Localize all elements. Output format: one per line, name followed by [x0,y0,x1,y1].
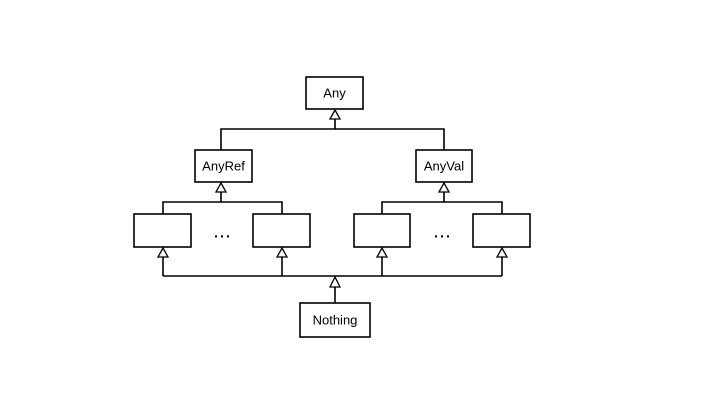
ellipsis-anyval-children: … [433,222,451,243]
node-anyref-label: AnyRef [202,159,245,174]
arrowhead-anyval-icon [437,181,451,193]
node-anyref: AnyRef [194,149,253,183]
edge-ref-child-1-to-anyref [162,192,222,214]
node-any: Any [305,76,364,110]
edges-anyref-children [162,192,283,214]
edge-anyref-to-any [220,119,336,150]
arrowhead-any-icon [328,108,342,120]
arrowhead-nothing-trunk-icon [328,275,342,288]
node-ref-child-1 [133,213,192,248]
arrowheads [156,108,509,288]
arrowhead-val-child-1-icon [375,246,389,258]
arrowhead-anyref-icon [214,181,228,193]
node-anyval: AnyVal [415,149,473,183]
edges-top-level [220,119,445,150]
node-val-child-1 [353,213,411,248]
ellipsis-anyref-children: … [213,222,231,243]
arrowhead-val-child-2-icon [495,246,509,258]
node-anyval-label: AnyVal [424,159,464,174]
edges-anyval-children [381,192,503,214]
edge-val-child-1-to-anyval [381,192,445,214]
node-nothing-label: Nothing [313,313,358,328]
node-any-label: Any [323,86,346,101]
node-ref-child-2 [252,213,311,248]
node-val-child-2 [472,213,531,248]
edge-ref-child-2-to-anyref [221,201,283,214]
arrowhead-ref-child-2-icon [275,246,289,258]
edges-nothing [162,257,503,303]
edge-anyval-to-any [335,128,445,150]
node-nothing: Nothing [299,302,371,338]
arrowhead-ref-child-1-icon [156,246,170,258]
edge-val-child-2-to-anyval [444,201,503,214]
